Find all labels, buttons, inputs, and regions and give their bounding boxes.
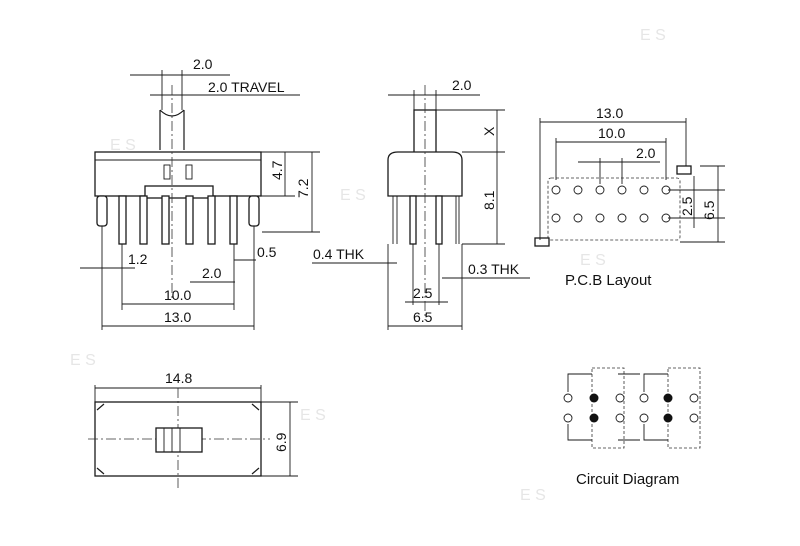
side-dim-body-length: 13.0 xyxy=(164,309,191,325)
end-view: 2.0 X 8.1 0.4 THK 0.3 THK 2.5 6.5 xyxy=(312,77,530,330)
svg-text:E S: E S xyxy=(300,407,326,424)
side-view: 2.0 2.0 TRAVEL 4.7 7.2 1.2 2.0 0.5 10.0 … xyxy=(80,56,320,330)
end-dim-actuator: 2.0 xyxy=(452,77,472,93)
pcb-caption: P.C.B Layout xyxy=(565,272,652,289)
end-dim-x: X xyxy=(481,126,497,136)
pcb-dim-total: 13.0 xyxy=(596,105,623,121)
pcb-dim-span: 10.0 xyxy=(598,125,625,141)
side-dim-pin-width: 1.2 xyxy=(128,251,148,267)
side-dim-top: 2.0 xyxy=(193,56,213,72)
top-view: 14.8 6.9 xyxy=(88,370,298,490)
end-label-thk-right: 0.3 THK xyxy=(468,261,520,277)
side-dim-pin-thk: 0.5 xyxy=(257,244,277,260)
pcb-holes xyxy=(551,185,671,223)
pcb-layout: 13.0 10.0 2.0 2.5 6.5 P.C.B Layout xyxy=(534,105,725,289)
side-dim-height-upper: 4.7 xyxy=(269,160,285,180)
pcb-dim-width: 6.5 xyxy=(701,200,717,220)
svg-text:E S: E S xyxy=(520,487,546,504)
end-label-thk-left: 0.4 THK xyxy=(313,246,365,262)
top-dim-length: 14.8 xyxy=(165,370,192,386)
side-dim-pin-span: 10.0 xyxy=(164,287,191,303)
watermarks: E S E S E S E S E S E S E S xyxy=(70,27,666,504)
side-dim-height-total: 7.2 xyxy=(295,178,311,198)
circuit-diagram: Circuit Diagram xyxy=(563,367,701,488)
circuit-caption: Circuit Diagram xyxy=(576,471,679,488)
svg-text:E S: E S xyxy=(340,187,366,204)
end-dim-row-spacing: 2.5 xyxy=(413,285,433,301)
svg-text:E S: E S xyxy=(70,352,96,369)
svg-text:E S: E S xyxy=(580,252,606,269)
end-dim-pin-length: 8.1 xyxy=(481,190,497,210)
svg-text:E S: E S xyxy=(110,137,136,154)
pcb-dim-row: 2.5 xyxy=(679,196,695,216)
svg-text:E S: E S xyxy=(640,27,666,44)
circuit-contacts xyxy=(563,393,699,423)
pcb-dim-pitch: 2.0 xyxy=(636,145,656,161)
side-dim-pin-pitch: 2.0 xyxy=(202,265,222,281)
top-dim-width: 6.9 xyxy=(273,432,289,452)
side-dim-travel: 2.0 TRAVEL xyxy=(208,79,285,95)
end-dim-width: 6.5 xyxy=(413,309,433,325)
